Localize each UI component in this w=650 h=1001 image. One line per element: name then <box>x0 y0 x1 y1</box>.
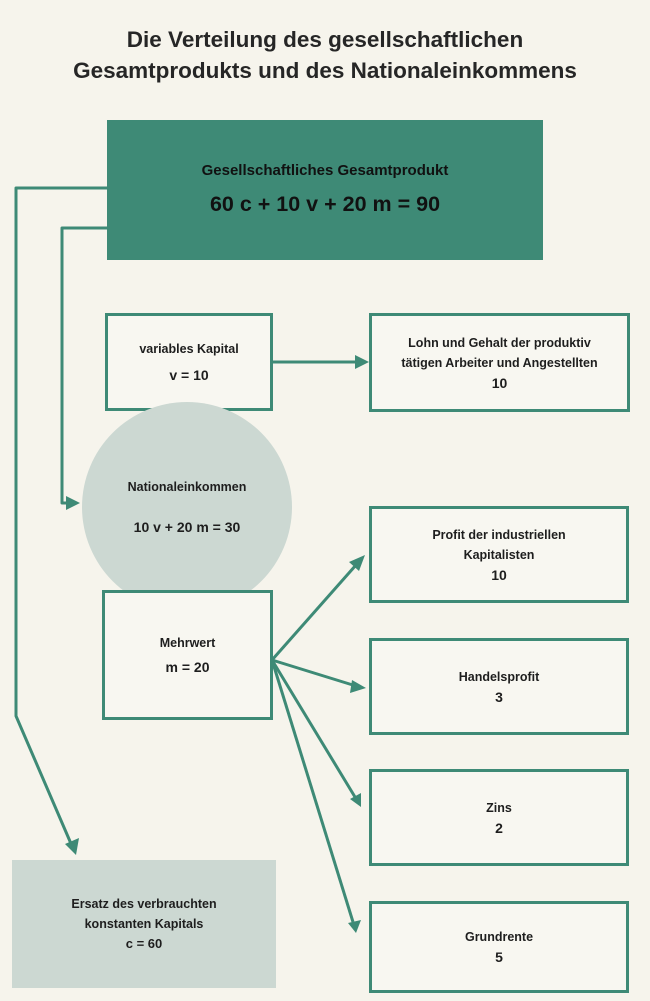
ersatz-box: Ersatz des verbrauchten konstanten Kapit… <box>12 860 276 988</box>
mehrwert-box: Mehrwert m = 20 <box>102 590 273 720</box>
mehrwert-value: m = 20 <box>165 659 210 675</box>
profit-line-1: Profit der industriellen <box>432 527 566 542</box>
profit-line-2: Kapitalisten <box>463 547 535 562</box>
arrowhead-grundrente <box>348 920 361 933</box>
connector-mehrwert-to-handelsprofit <box>271 658 357 688</box>
connector-mehrwert-to-profit <box>270 564 358 661</box>
nationaleinkommen-formula: 10 v + 20 m = 30 <box>133 519 241 535</box>
ersatz-line-2: konstanten Kapitals <box>84 917 204 931</box>
title-line-1: Die Verteilung des gesellschaftlichen <box>126 27 524 52</box>
lohn-value: 10 <box>491 374 508 391</box>
handelsprofit-box: Handelsprofit 3 <box>369 638 629 735</box>
connector-mehrwert-to-zins <box>270 659 357 798</box>
connector-mehrwert-to-grundrente <box>270 659 355 923</box>
zins-box: Zins 2 <box>369 769 629 866</box>
title-line-2: Gesamtprodukts und des Nationaleinkommen… <box>73 58 577 83</box>
lohn-box: Lohn und Gehalt der produktiv tätigen Ar… <box>369 313 630 412</box>
grundrente-label: Grundrente <box>464 930 534 944</box>
handelsprofit-value: 3 <box>495 688 503 705</box>
variables-kapital-label: variables Kapital <box>139 342 239 356</box>
profit-value: 10 <box>491 566 507 583</box>
lohn-line-1: Lohn und Gehalt der produktiv <box>408 335 591 350</box>
arrowhead-nationaleinkommen <box>66 496 80 510</box>
variables-kapital-value: v = 10 <box>169 367 209 383</box>
gesamtprodukt-box: Gesellschaftliches Gesamtprodukt 60 c + … <box>107 120 543 260</box>
nationaleinkommen-label: Nationaleinkommen <box>127 480 247 494</box>
profit-box: Profit der industriellen Kapitalisten 10 <box>369 506 629 603</box>
arrowhead-ersatz <box>65 838 79 855</box>
gesamtprodukt-formula: 60 c + 10 v + 20 m = 90 <box>209 192 441 216</box>
arrowhead-lohn <box>355 355 369 369</box>
nationaleinkommen-circle: Nationaleinkommen 10 v + 20 m = 30 <box>82 402 292 612</box>
zins-label: Zins <box>486 800 512 815</box>
ersatz-line-1: Ersatz des verbrauchten <box>71 897 217 911</box>
mehrwert-label: Mehrwert <box>159 636 216 650</box>
diagram-title: Die Verteilung des gesellschaftlichen Ge… <box>0 24 650 86</box>
grundrente-box: Grundrente 5 <box>369 901 629 993</box>
arrowhead-zins <box>350 793 361 807</box>
ersatz-value: c = 60 <box>125 936 163 951</box>
grundrente-value: 5 <box>495 949 503 965</box>
handelsprofit-label: Handelsprofit <box>458 669 540 684</box>
lohn-line-2: tätigen Arbeiter und Angestellten <box>401 355 598 370</box>
connector-gp-to-ersatz <box>14 186 107 847</box>
variables-kapital-box: variables Kapital v = 10 <box>105 313 273 411</box>
gesamtprodukt-label: Gesellschaftliches Gesamtprodukt <box>201 162 449 179</box>
zins-value: 2 <box>495 819 503 836</box>
arrowhead-handelsprofit <box>350 680 366 693</box>
arrowhead-profit <box>349 555 365 571</box>
